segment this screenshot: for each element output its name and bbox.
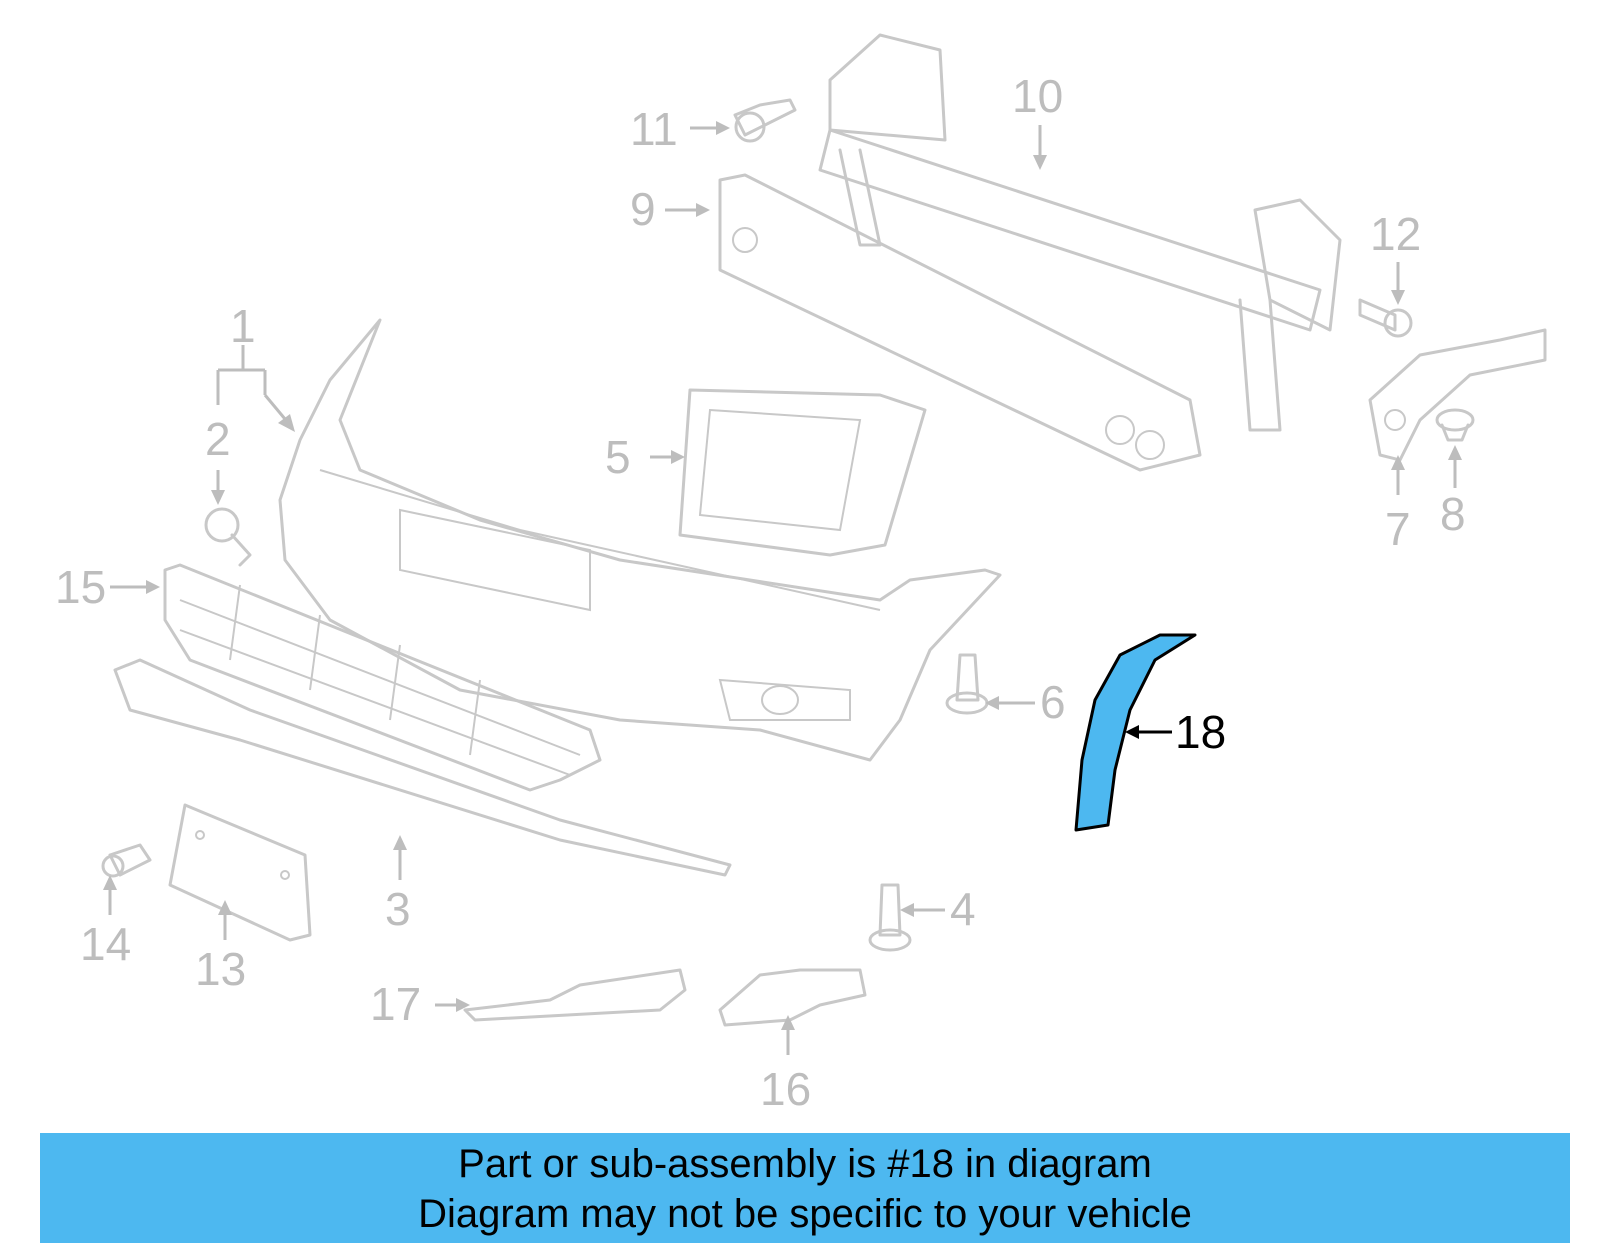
- callout-9: 9: [630, 183, 656, 235]
- part-7-side-bracket: [1368, 328, 1547, 462]
- callout-2: 2: [205, 413, 231, 465]
- part-8-clip-nut: [1435, 408, 1475, 442]
- callout-7: 7: [1385, 503, 1411, 555]
- banner-line-2: Diagram may not be specific to your vehi…: [418, 1192, 1192, 1236]
- callout-labels: 1 2 3 4 5 6 7 8 9 10 11 12 13 14 15 16 1…: [55, 70, 1466, 1115]
- banner-line-1: Part or sub-assembly is #18 in diagram: [458, 1142, 1152, 1186]
- part-15-grille: [163, 563, 602, 792]
- part-11-bolt: [733, 98, 797, 143]
- callout-8: 8: [1440, 488, 1466, 540]
- callout-10: 10: [1012, 70, 1063, 122]
- part-13-license-bracket: [168, 803, 312, 942]
- part-3-lower-spoiler: [113, 658, 732, 877]
- callout-18: 18: [1175, 706, 1226, 758]
- callout-5: 5: [605, 431, 631, 483]
- leader-lines: [103, 121, 1462, 1055]
- callout-6: 6: [1040, 676, 1066, 728]
- callout-15: 15: [55, 561, 106, 613]
- part-17-trim-strip: [463, 968, 687, 1022]
- part-9-energy-absorber: [718, 173, 1202, 472]
- part-10-reinforcement-bar: [818, 33, 1342, 432]
- part-2-cap: [204, 507, 252, 567]
- part-1-bumper-cover: [278, 318, 1002, 762]
- callout-11: 11: [630, 103, 678, 155]
- part-12-bolt: [1358, 298, 1413, 338]
- part-6-push-clip: [945, 653, 989, 715]
- part-4-push-clip: [868, 883, 912, 952]
- part-5-mounting-bracket: [678, 388, 927, 557]
- callout-4: 4: [950, 883, 976, 935]
- part-16-fog-trim: [718, 968, 867, 1027]
- callout-1: 1: [230, 300, 256, 352]
- callout-13: 13: [195, 943, 246, 995]
- callout-16: 16: [760, 1063, 811, 1115]
- callout-3: 3: [385, 883, 411, 935]
- part-14-clip: [101, 843, 152, 878]
- info-banner: Part or sub-assembly is #18 in diagram D…: [40, 1133, 1570, 1243]
- callout-12: 12: [1370, 208, 1421, 260]
- callout-14: 14: [80, 918, 131, 970]
- callout-17: 17: [370, 978, 421, 1030]
- part-18-wheel-arch-trim: [1074, 633, 1197, 832]
